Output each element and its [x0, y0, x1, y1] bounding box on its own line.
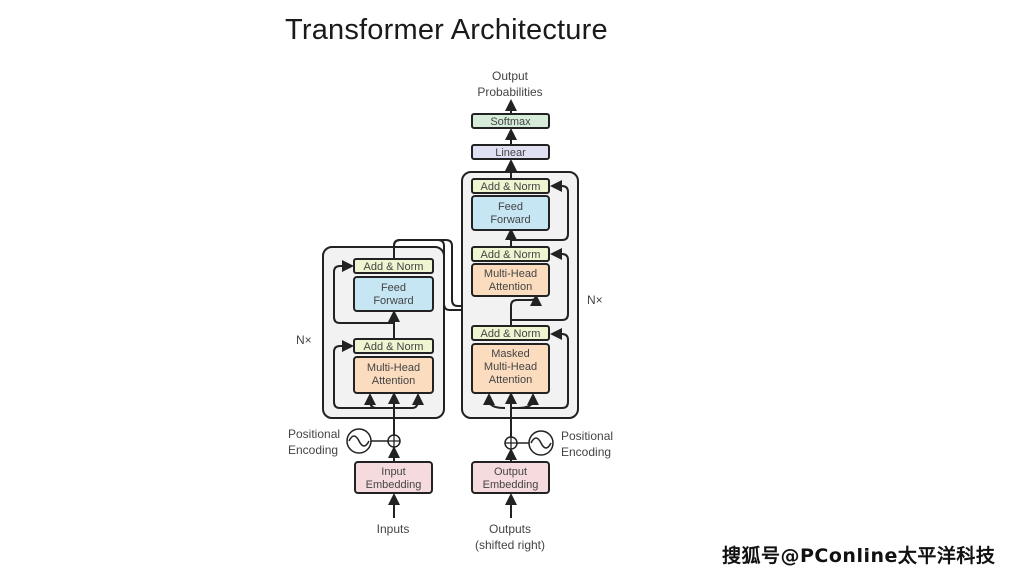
encoder-add-norm-top [353, 258, 434, 274]
decoder-norm-to-attn [510, 294, 542, 320]
encoder-ff-label-2: Forward [373, 295, 413, 307]
encoder-pe-label-2: Encoding [288, 443, 338, 457]
decoder-attn-label-2: Attention [489, 281, 532, 293]
encoder-attention [353, 356, 434, 394]
decoder-ff-label-1: Feed [498, 201, 523, 213]
encoder-feed-forward [353, 276, 434, 312]
watermark: 搜狐号@PConline太平洋科技 [722, 545, 996, 567]
outputs-label-1: Outputs [489, 522, 531, 536]
output-embedding-label-1: Output [494, 466, 527, 478]
encoder-attn-label-1: Multi-Head [367, 362, 420, 374]
decoder-masked-attention [471, 343, 550, 394]
inputs-label: Inputs [377, 522, 410, 536]
encoder-repeat-label: N× [296, 333, 312, 347]
decoder-masked-input-left [483, 393, 506, 409]
decoder-add-norm-top [471, 178, 550, 194]
decoder-repeat-label: N× [587, 293, 603, 307]
decoder-add-norm-mid-label: Add & Norm [481, 249, 541, 261]
decoder-feed-forward [471, 195, 550, 231]
encoder-ff-label-1: Feed [381, 282, 406, 294]
encoder-add-norm-top-label: Add & Norm [364, 261, 424, 273]
diagram-title: Transformer Architecture [285, 14, 608, 46]
decoder-add-icon-cross [505, 437, 517, 449]
encoder-add-norm-bottom [353, 338, 434, 354]
decoder-add-norm-mid [471, 246, 550, 262]
decoder-ff-label-2: Forward [490, 214, 530, 226]
decoder-masked-input-right [516, 393, 539, 409]
linear-box [471, 144, 550, 160]
softmax-label: Softmax [490, 116, 531, 128]
encoder-add-icon-cross [388, 435, 400, 447]
encoder-pe-label-1: Positional [288, 427, 340, 441]
masked-attn-label-2: Multi-Head [484, 361, 537, 373]
decoder-pe-label-1: Positional [561, 429, 613, 443]
input-embedding-label-1: Input [381, 466, 405, 478]
encoder-attn-input-left [364, 393, 377, 409]
decoder-attn-label-1: Multi-Head [484, 268, 537, 280]
encoder-add-norm-bottom-label: Add & Norm [364, 341, 424, 353]
encoder-attn-label-2: Attention [372, 375, 415, 387]
decoder-add-norm-top-label: Add & Norm [481, 181, 541, 193]
masked-attn-label-3: Attention [489, 374, 532, 386]
encoder-sine-wave [348, 435, 370, 447]
output-probabilities-label-2: Probabilities [477, 85, 542, 99]
decoder-sine-wave [530, 437, 552, 449]
encoder-residual-attn [333, 340, 394, 409]
decoder-attention [471, 263, 550, 297]
masked-attn-label-1: Masked [491, 348, 530, 360]
decoder-pe-label-2: Encoding [561, 445, 611, 459]
outputs-label-2: (shifted right) [475, 538, 545, 552]
decoder-add-norm-bottom-label: Add & Norm [481, 328, 541, 340]
output-probabilities-label-1: Output [492, 69, 529, 83]
output-embedding-label-2: Embedding [483, 479, 539, 491]
linear-label: Linear [495, 147, 526, 159]
decoder-residual-masked [511, 328, 569, 409]
softmax-box [471, 113, 550, 129]
encoder-residual-ff [333, 260, 394, 324]
decoder-residual-attn [511, 248, 569, 321]
decoder-add-norm-bottom [471, 325, 550, 341]
input-embedding-label-2: Embedding [366, 479, 422, 491]
decoder-residual-ff [511, 180, 569, 241]
